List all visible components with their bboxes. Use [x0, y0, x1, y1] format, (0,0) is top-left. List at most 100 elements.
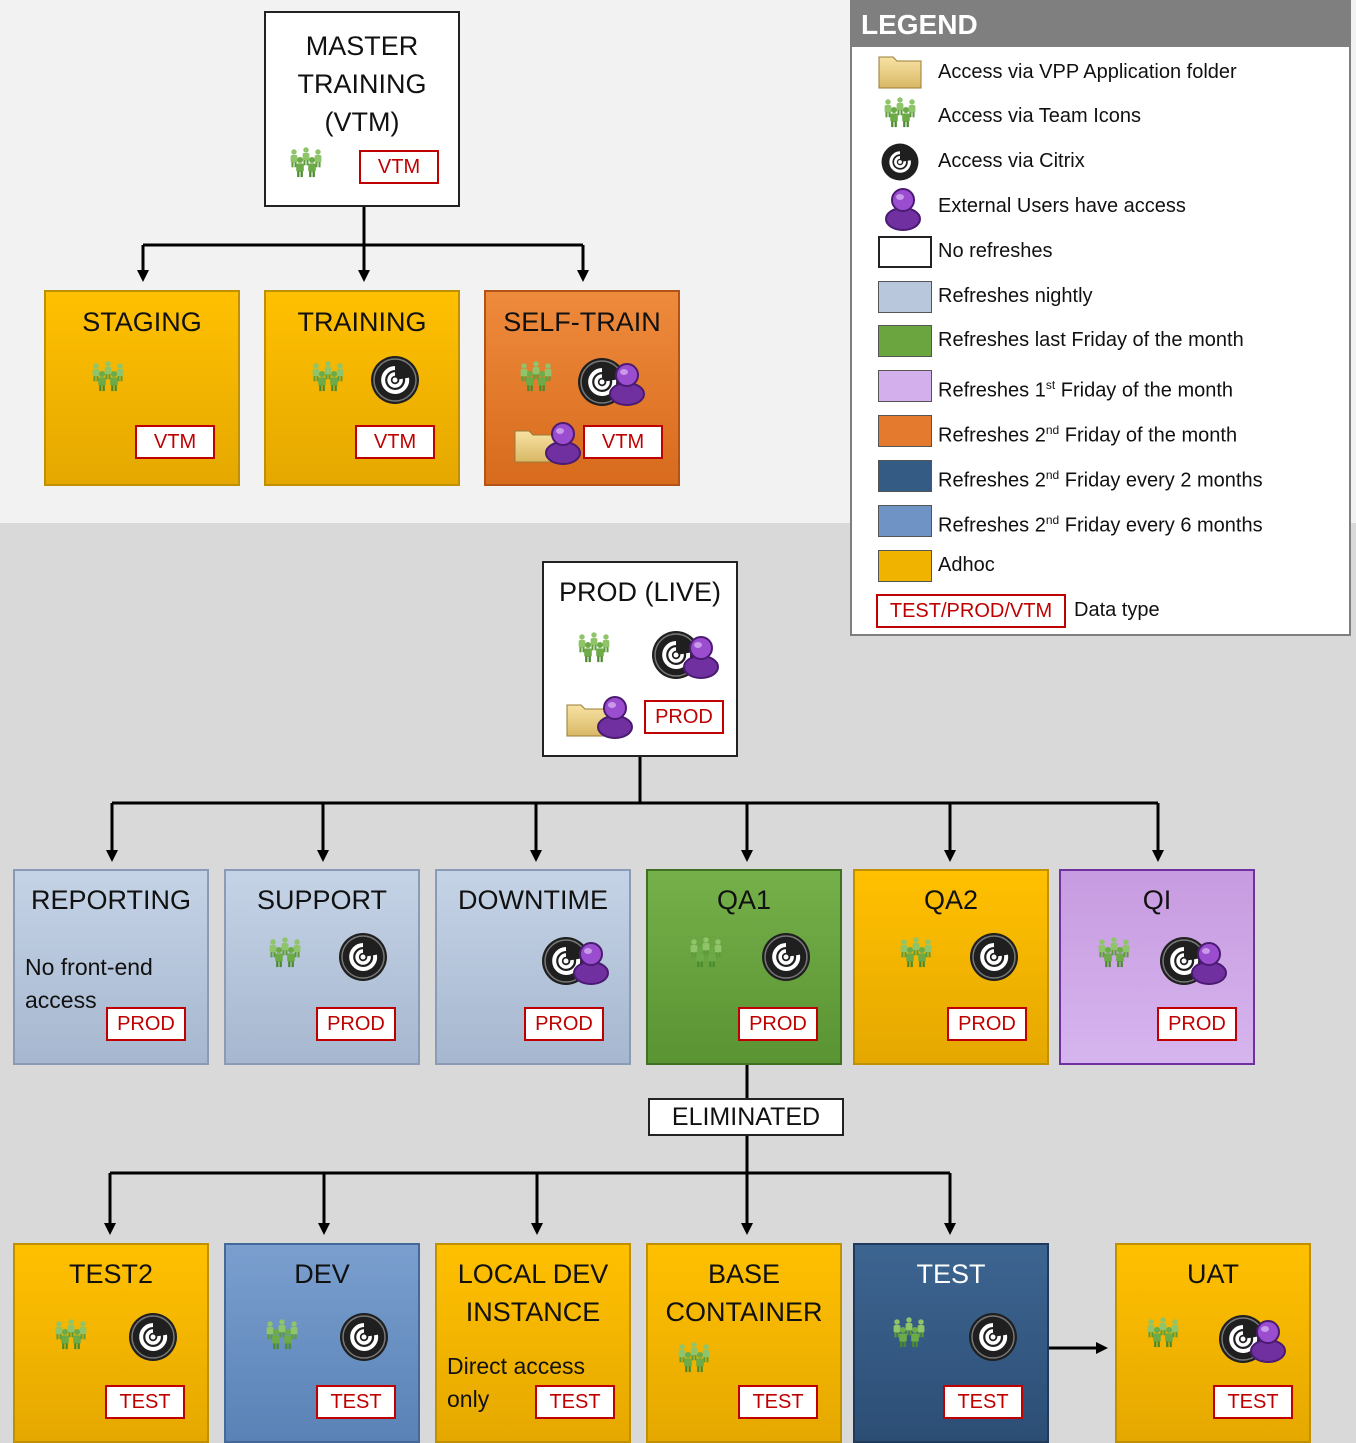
team-icon — [896, 935, 936, 982]
legend-label: External Users have access — [938, 195, 1186, 217]
node-title: STAGING — [82, 307, 202, 337]
citrix-icon — [968, 931, 1020, 988]
data-type-tag: PROD — [738, 1007, 818, 1041]
node-training: TRAINING VTM — [264, 290, 460, 486]
legend-row-first-friday: Refreshes 1st Friday of the month — [852, 364, 1349, 408]
legend-label: Refreshes 2nd Friday every 2 months — [938, 462, 1263, 494]
label-sup: nd — [1045, 513, 1060, 527]
citrix-icon — [338, 1311, 390, 1368]
citrix-icon — [337, 931, 389, 988]
team-icon — [574, 630, 614, 677]
legend-label: Access via Citrix — [938, 150, 1085, 172]
data-type-tag: TEST — [105, 1385, 185, 1419]
team-icon — [686, 935, 726, 982]
node-title: QI — [1142, 885, 1172, 915]
legend-row-no-refresh: No refreshes — [852, 230, 1349, 274]
label-sup: nd — [1045, 423, 1060, 437]
swatch-white — [878, 236, 932, 268]
legend-row-folder: Access via VPP Application folder — [852, 51, 1349, 95]
swatch-lilac — [878, 370, 932, 402]
node-title: TEST — [916, 1259, 986, 1289]
team-icon — [674, 1340, 714, 1387]
swatch-orange — [878, 415, 932, 447]
label-part: Refreshes 1 — [938, 379, 1046, 402]
node-support: SUPPORT PROD — [224, 869, 420, 1065]
legend-row-every-6-months: Refreshes 2nd Friday every 6 months — [852, 499, 1349, 543]
legend-row-data-type: TEST/PROD/VTM Data type — [852, 589, 1349, 633]
node-test2: TEST2 TEST — [13, 1243, 209, 1443]
folder-icon — [878, 53, 922, 94]
node-title: UAT — [1187, 1259, 1239, 1289]
label-part: Friday every 2 months — [1059, 469, 1263, 492]
team-icon — [286, 145, 326, 192]
team-icon — [1094, 935, 1134, 982]
team-icon — [1143, 1315, 1183, 1362]
folder-external-icon — [566, 691, 638, 743]
team-icon — [265, 935, 305, 982]
citrix-external-icon — [1158, 933, 1230, 989]
node-title: QA2 — [923, 885, 979, 915]
legend-label: Refreshes nightly — [938, 285, 1093, 307]
team-icon — [516, 359, 556, 406]
team-icon — [889, 1315, 929, 1362]
swatch-navy — [878, 460, 932, 492]
node-local-dev-instance: LOCAL DEV INSTANCE Direct access only TE… — [435, 1243, 631, 1443]
node-title: DEV — [294, 1259, 350, 1289]
legend-row-every-2-months: Refreshes 2nd Friday every 2 months — [852, 454, 1349, 498]
label-part: Refreshes 2 — [938, 514, 1046, 537]
label-sup: st — [1045, 378, 1056, 392]
node-base-container: BASE CONTAINER TEST — [646, 1243, 842, 1443]
legend-row-citrix: Access via Citrix — [852, 140, 1349, 184]
node-self-train: SELF-TRAIN VTM — [484, 290, 680, 486]
node-qi: QI PROD — [1059, 869, 1255, 1065]
node-downtime: DOWNTIME PROD — [435, 869, 631, 1065]
node-uat: UAT TEST — [1115, 1243, 1311, 1443]
citrix-external-icon — [1217, 1311, 1289, 1367]
data-type-tag: TEST/PROD/VTM — [876, 594, 1066, 628]
legend-label: Refreshes 2nd Friday every 6 months — [938, 507, 1263, 539]
data-type-tag: PROD — [1157, 1007, 1237, 1041]
node-master-training: MASTER TRAINING (VTM) VTM — [264, 11, 460, 207]
legend-title: LEGEND — [852, 2, 1349, 47]
node-test: TEST TEST — [853, 1243, 1049, 1443]
node-title: QA1 — [716, 885, 772, 915]
citrix-icon — [880, 142, 920, 187]
swatch-blue — [878, 505, 932, 537]
data-type-tag: PROD — [106, 1007, 186, 1041]
node-prod-live: PROD (LIVE) PROD — [542, 561, 738, 757]
legend-row-team: Access via Team Icons — [852, 95, 1349, 139]
node-title: SUPPORT — [256, 885, 388, 915]
label-sup: nd — [1045, 468, 1060, 482]
node-staging: STAGING VTM — [44, 290, 240, 486]
node-note: No front-end access — [25, 954, 153, 1013]
citrix-icon — [127, 1311, 179, 1368]
citrix-icon — [967, 1311, 1019, 1368]
folder-external-icon — [514, 417, 586, 469]
data-type-tag: VTM — [135, 425, 215, 459]
data-type-tag: VTM — [583, 425, 663, 459]
swatch-adhoc — [878, 550, 932, 582]
label-part: Friday of the month — [1059, 424, 1238, 447]
legend-row-second-friday: Refreshes 2nd Friday of the month — [852, 409, 1349, 453]
team-icon — [51, 1317, 91, 1364]
citrix-external-icon — [576, 354, 648, 410]
data-type-tag: PROD — [947, 1007, 1027, 1041]
data-type-tag: TEST — [943, 1385, 1023, 1419]
data-type-tag: TEST — [535, 1385, 615, 1419]
label-part: Refreshes 2 — [938, 424, 1046, 447]
team-icon — [308, 359, 348, 406]
data-type-tag: PROD — [316, 1007, 396, 1041]
node-reporting: REPORTING No front-end access PROD — [13, 869, 209, 1065]
node-title: PROD (LIVE) — [558, 577, 722, 607]
legend-label: Refreshes last Friday of the month — [938, 329, 1244, 351]
legend-row-nightly: Refreshes nightly — [852, 275, 1349, 319]
data-type-tag: TEST — [1213, 1385, 1293, 1419]
label-part: Friday every 6 months — [1059, 514, 1263, 537]
node-note: Direct access only — [447, 1353, 586, 1412]
legend-label: Refreshes 1st Friday of the month — [938, 372, 1233, 404]
legend-row-external: External Users have access — [852, 185, 1349, 231]
legend-panel: LEGEND Access via VPP Application folder… — [850, 0, 1351, 636]
citrix-icon — [369, 354, 421, 411]
label-part: Friday of the month — [1055, 379, 1234, 402]
legend-label: Adhoc — [938, 554, 995, 576]
